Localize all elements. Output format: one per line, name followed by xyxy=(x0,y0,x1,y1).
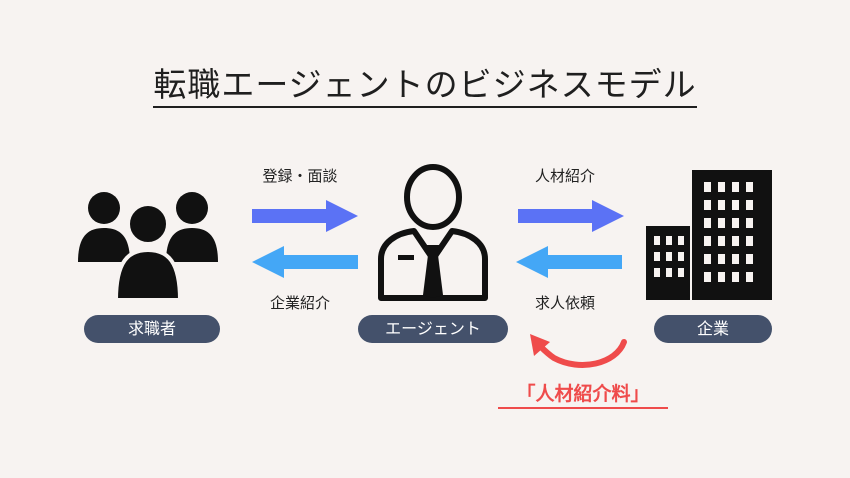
node-company-pill: 企業 xyxy=(654,315,772,343)
arrow-right-seeker-to-agent xyxy=(252,200,358,232)
arrow-left-agent-to-seeker xyxy=(252,246,358,278)
agent-person-icon xyxy=(378,164,488,301)
node-seeker-pill: 求職者 xyxy=(84,315,220,343)
arrow-right-agent-to-company xyxy=(518,200,624,232)
label-company-to-agent: 求人依頼 xyxy=(534,294,595,312)
label-agent-to-seeker: 企業紹介 xyxy=(269,294,330,312)
label-agent-to-company: 人材紹介 xyxy=(534,167,595,185)
diagram-title-text: 転職エージェントのビジネスモデル xyxy=(153,65,697,108)
fee-label: 「人材紹介料」 xyxy=(498,381,668,409)
diagram-title: 転職エージェントのビジネスモデル xyxy=(0,58,850,108)
fee-curved-arrow xyxy=(530,334,627,368)
arrow-left-company-to-agent xyxy=(516,246,622,278)
company-buildings-icon xyxy=(646,170,772,300)
node-agent-pill: エージェント xyxy=(358,315,508,343)
label-seeker-to-agent: 登録・面談 xyxy=(262,167,338,185)
people-group-icon xyxy=(78,192,218,302)
